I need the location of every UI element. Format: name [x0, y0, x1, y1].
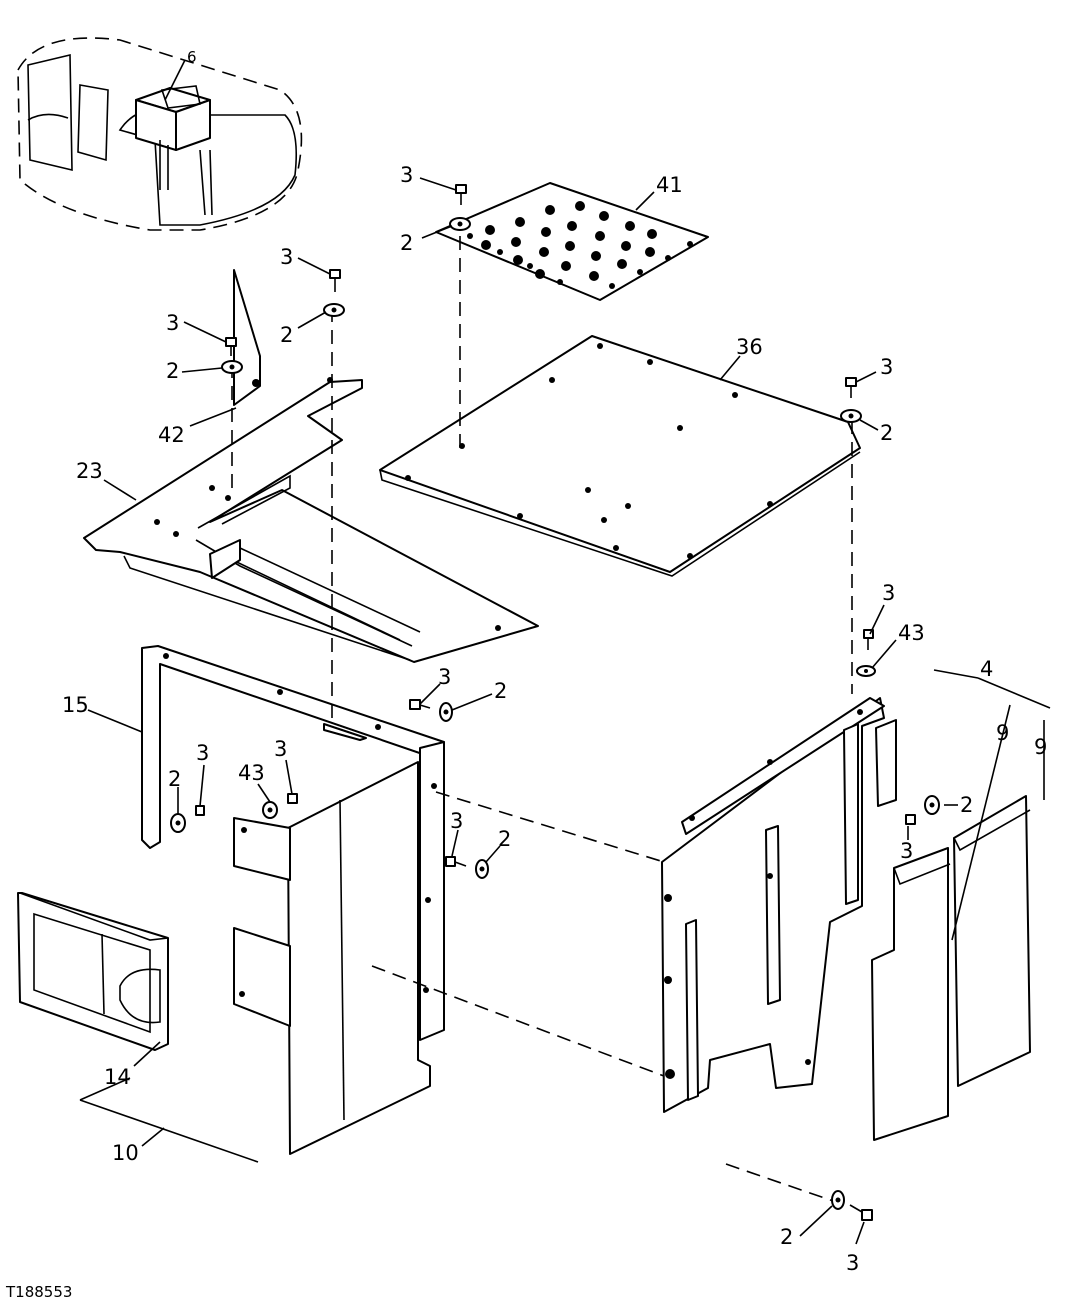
- bolt-3: [845, 377, 857, 398]
- figure-id: T188553: [5, 1283, 72, 1301]
- callout-2: 2: [166, 359, 179, 383]
- callout-42: 42: [158, 423, 185, 447]
- callout-2: 2: [498, 827, 511, 851]
- callout-3: 3: [880, 355, 893, 379]
- callout-36: 36: [736, 335, 763, 359]
- callout-2: 2: [494, 679, 507, 703]
- callout-9: 9: [996, 721, 1009, 745]
- callout-4: 4: [980, 657, 993, 681]
- machine-locator-inset: 6: [17, 37, 303, 231]
- callout-9: 9: [1034, 735, 1047, 759]
- plate-holes: [467, 201, 693, 289]
- perforated-plate-41: [435, 182, 709, 301]
- leader-lines: [79, 177, 1051, 1245]
- callout-3: 3: [166, 311, 179, 335]
- washer-2: [475, 859, 489, 879]
- bolt-3: [409, 699, 431, 710]
- callout-3: 3: [280, 245, 293, 269]
- callout-3: 3: [450, 809, 463, 833]
- side-panel-10: [233, 761, 431, 1155]
- frame-15: [141, 645, 445, 1041]
- alignment-lines: [231, 236, 853, 1203]
- callout-3: 3: [196, 741, 209, 765]
- callout-3: 3: [274, 737, 287, 761]
- foam-pads-9: [871, 795, 1031, 1141]
- washer-2: [831, 1190, 845, 1210]
- bolt-3: [863, 629, 874, 650]
- callout-10: 10: [112, 1141, 139, 1165]
- bolt-3: [849, 1204, 873, 1221]
- callout-43: 43: [238, 761, 265, 785]
- washer-2: [439, 702, 453, 722]
- fasteners: [170, 184, 940, 1221]
- inset-marker: 6: [187, 48, 197, 66]
- washer-2: [221, 360, 243, 374]
- callout-3: 3: [438, 665, 451, 689]
- bolt-3: [905, 814, 916, 825]
- callout-23: 23: [76, 459, 103, 483]
- callout-2: 2: [780, 1225, 793, 1249]
- bolt-3: [455, 184, 467, 205]
- callout-14: 14: [104, 1065, 131, 1089]
- washer-43: [262, 801, 278, 819]
- top-cover-36: [379, 335, 861, 577]
- washer-2: [449, 217, 471, 231]
- callout-3: 3: [400, 163, 413, 187]
- bolt-3: [195, 805, 205, 816]
- callout-2: 2: [280, 323, 293, 347]
- bolt-3: [329, 269, 341, 292]
- seal-frame-14: [17, 892, 169, 1051]
- washer-2: [323, 303, 345, 317]
- callout-2: 2: [168, 767, 181, 791]
- callout-43: 43: [898, 621, 925, 645]
- callout-2: 2: [400, 231, 413, 255]
- washer-43: [856, 665, 876, 677]
- bolt-3: [287, 793, 298, 804]
- callout-15: 15: [62, 693, 89, 717]
- callout-3: 3: [882, 581, 895, 605]
- callout-3: 3: [900, 839, 913, 863]
- callout-2: 2: [880, 421, 893, 445]
- callout-2: 2: [960, 793, 973, 817]
- washer-2: [840, 409, 862, 423]
- callouts: 3 2 41 3 2 3 2 42 23 36 3 2 3 43 4 9 9 1…: [62, 163, 1047, 1275]
- washer-2: [924, 795, 940, 815]
- callout-3: 3: [846, 1251, 859, 1275]
- right-panel-4: [661, 697, 897, 1113]
- bolt-3: [445, 856, 467, 867]
- washer-2: [170, 813, 186, 833]
- callout-41: 41: [656, 173, 683, 197]
